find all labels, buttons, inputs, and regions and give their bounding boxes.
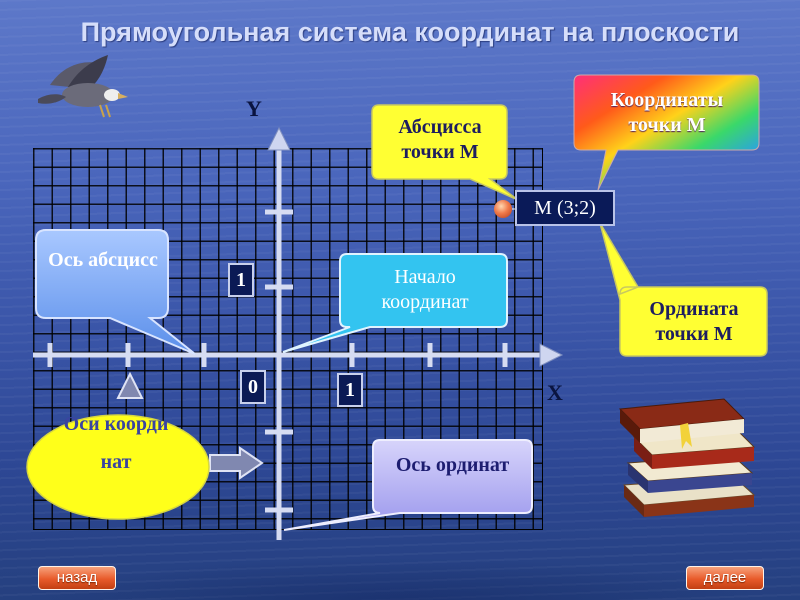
abscissa-callout-shape [371,104,519,201]
x-axis-ticks [47,343,508,367]
x-unit-box: 1 [337,373,363,407]
up-arrow-icon [116,371,144,399]
y-axis-callout-shape [283,439,533,531]
ordinate-callout-shape [599,222,768,357]
back-button[interactable]: назад [38,566,116,590]
coordinates-callout-text: Координаты точки М [610,89,724,136]
point-m-label: М (3;2) [515,190,615,226]
ordinate-callout-text: Ордината точки М [649,298,739,345]
y-axis-ticks [265,209,293,513]
x-axis-callout-shape [35,229,196,355]
next-button[interactable]: далее [686,566,764,590]
abscissa-callout-text: Абсцисса точки М [398,116,482,163]
y-unit-box: 1 [228,263,254,297]
right-arrow-icon [209,446,264,480]
origin-box: 0 [240,370,266,404]
point-m-dot [494,200,512,218]
axes-callout-shape [26,414,210,520]
origin-callout-shape [282,253,508,353]
origin-callout-text: Начало координат [381,266,469,313]
page-title: Прямоугольная система координат на плоск… [80,17,740,47]
y-axis-arrow [267,126,291,151]
y-axis-label: Y [246,96,262,121]
axes-callout-text: Оси координат [63,413,169,473]
coordinates-callout-shape [573,74,760,191]
x-axis-label: X [547,380,563,405]
y-axis-callout-text: Ось ординат [395,454,510,476]
x-axis-arrow [539,343,564,367]
x-axis-callout-text: Ось абсцисс [48,249,158,271]
